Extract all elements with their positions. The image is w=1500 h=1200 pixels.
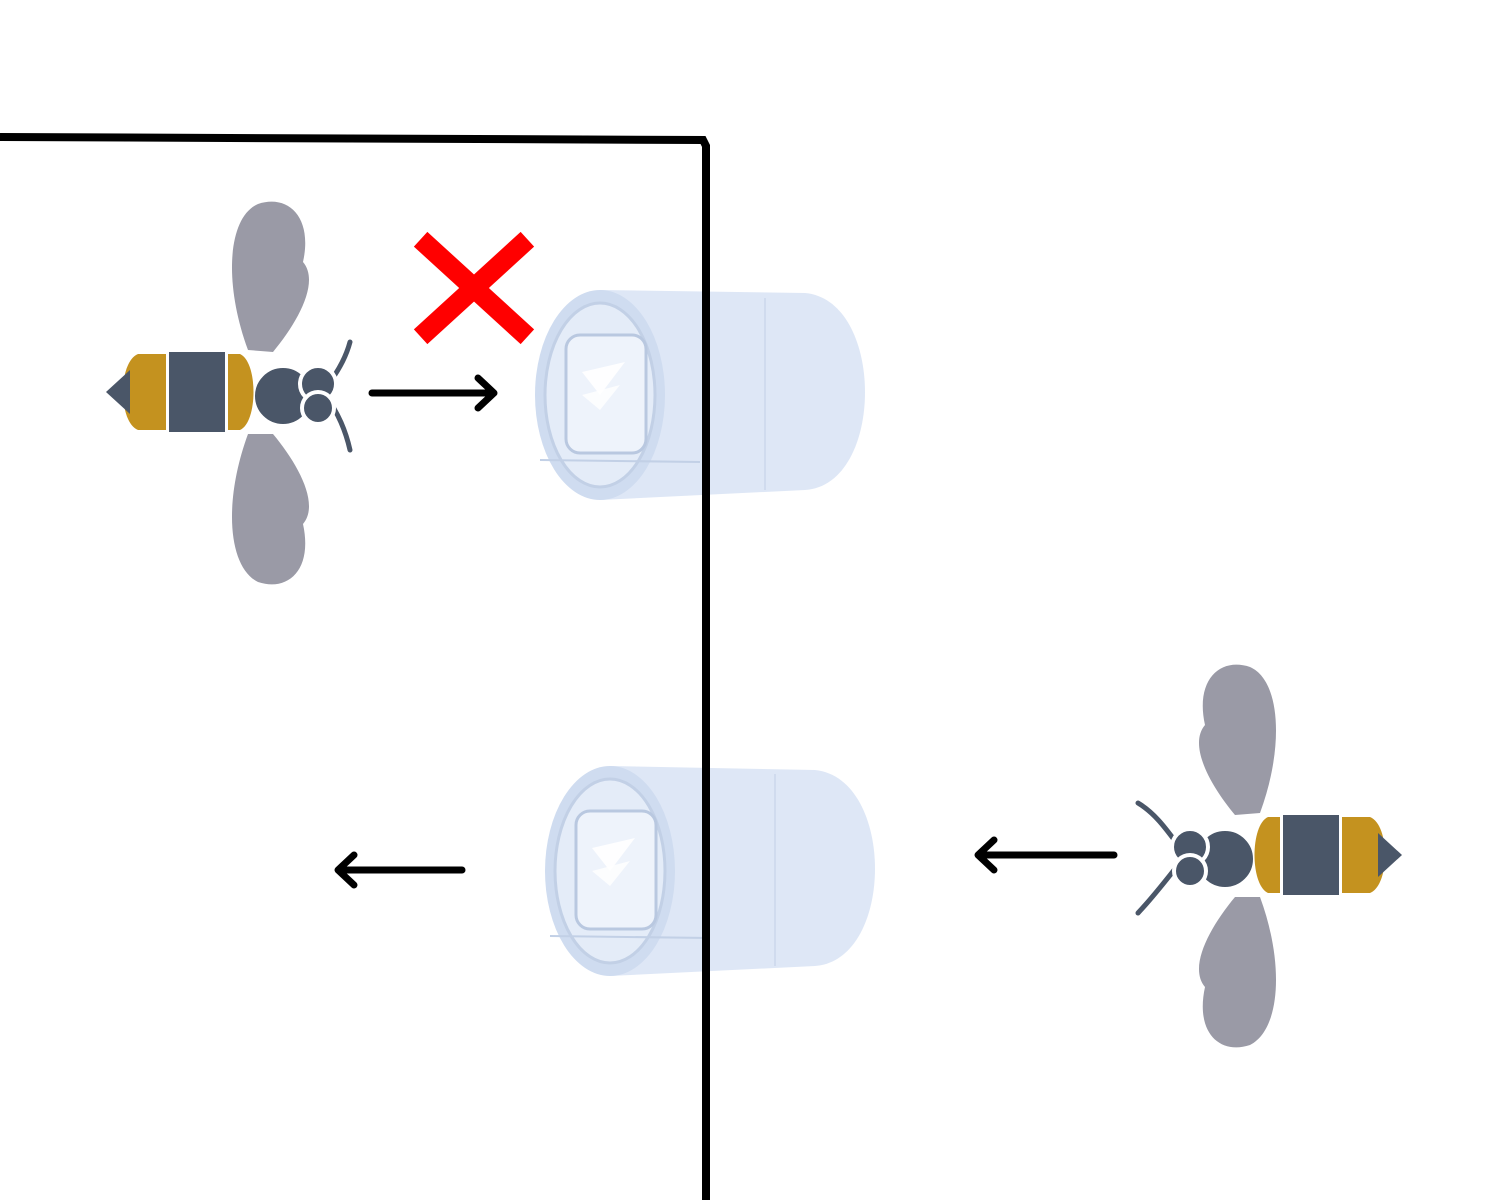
bee-head-thorax [251, 364, 338, 428]
arrow-icon [974, 836, 1118, 874]
one-way-valve-icon [545, 766, 875, 976]
arrow-icon [368, 374, 498, 412]
bee-wings [1198, 664, 1277, 1048]
bee-icon [1135, 664, 1402, 1048]
bee-abdomen [106, 350, 254, 434]
arrow-icon [334, 851, 466, 889]
bee-abdomen [1254, 813, 1402, 897]
bee-head-thorax [1170, 827, 1257, 891]
bee-wings [231, 201, 310, 585]
bee-icon [106, 201, 353, 585]
one-way-valve-icon [535, 290, 865, 500]
cross-icon [413, 231, 535, 345]
